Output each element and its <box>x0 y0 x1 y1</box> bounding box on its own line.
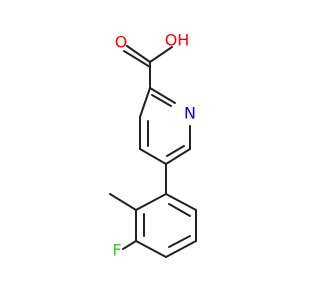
substituent-group <box>109 193 137 250</box>
benzene-bond-1 <box>165 193 197 211</box>
carbonyl-oxygen-label: O <box>115 33 128 52</box>
molecule-diagram: OH O N F <box>109 31 197 260</box>
pyridine-bond-1 <box>149 87 176 104</box>
c-o-double-bond-2 <box>123 50 151 68</box>
pyridine-bond-6 <box>139 87 151 118</box>
pyridine-ring <box>139 87 191 165</box>
carboxylic-acid-group <box>123 45 173 89</box>
c-oh-single-bond <box>149 46 173 63</box>
molecule-structure-svg: OH O N F <box>109 31 197 260</box>
fluorine-atom-label: F <box>112 241 121 260</box>
c-o-double-bond-1 <box>126 45 151 63</box>
hydroxyl-oxygen-label: OH <box>165 31 190 50</box>
pyridine-inner-bond-3 <box>151 94 172 107</box>
benzene-inner-bond-3 <box>168 203 191 217</box>
pyridine-bond-4 <box>139 148 167 165</box>
pyridine-bond-3 <box>165 148 191 165</box>
fluoro-bond <box>122 240 137 250</box>
benzene-bond-4 <box>135 240 167 258</box>
benzene-bond-6 <box>135 193 167 211</box>
benzene-bond-3 <box>165 240 197 258</box>
benzene-ring <box>135 193 197 258</box>
benzene-inner-bond-2 <box>168 235 191 248</box>
nitrogen-atom-label: N <box>184 104 196 123</box>
methyl-bond <box>109 193 137 211</box>
pyridine-inner-bond-2 <box>166 145 185 157</box>
